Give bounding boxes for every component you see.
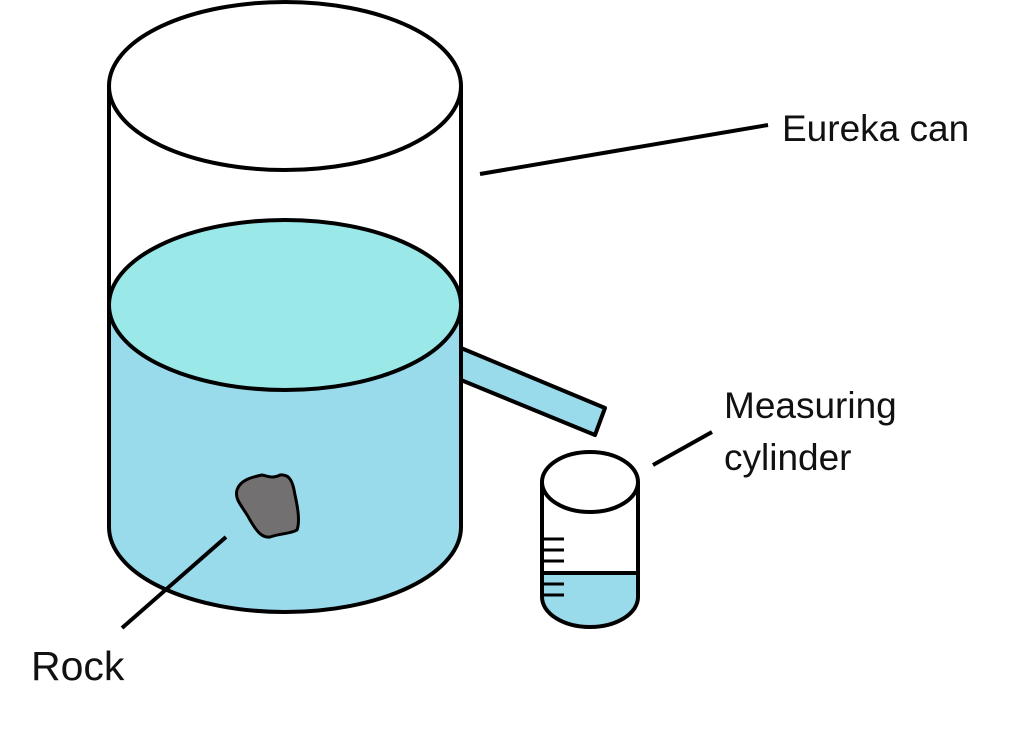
cylinder-water xyxy=(540,571,640,629)
rock-shape xyxy=(234,473,300,539)
eureka-can xyxy=(107,0,607,614)
cylinder-rim xyxy=(540,450,640,514)
graduation-marks xyxy=(542,537,564,597)
can-top-rim xyxy=(107,0,463,172)
label-eureka-can: Eureka can xyxy=(782,108,970,149)
cylinder-leader xyxy=(652,430,713,467)
label-measuring-cylinder-line2: cylinder xyxy=(724,437,852,478)
eureka-can-water-body xyxy=(107,303,463,614)
label-rock: Rock xyxy=(31,643,125,689)
rock-leader xyxy=(120,535,228,630)
eureka-can-leader xyxy=(479,123,769,176)
label-measuring-cylinder-line1: Measuring xyxy=(724,385,897,426)
water-surface xyxy=(107,218,463,392)
measuring-cylinder xyxy=(540,450,640,629)
spout xyxy=(459,346,607,437)
leader-lines xyxy=(120,123,769,630)
